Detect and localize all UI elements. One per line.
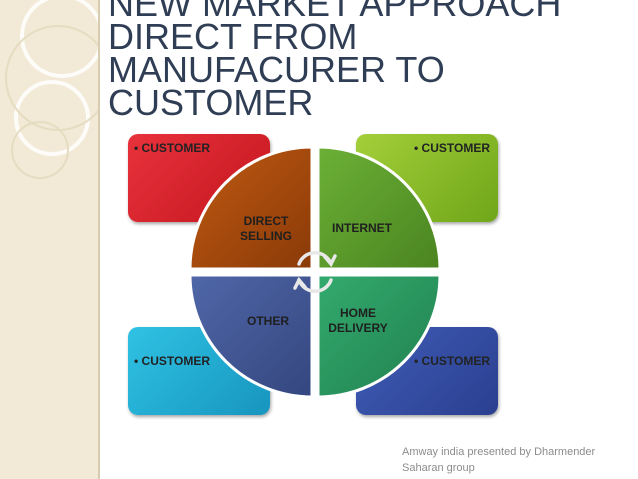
segment-internet bbox=[316, 145, 442, 271]
segment-label-internet: INTERNET bbox=[332, 221, 392, 235]
presenter-credit: Amway india presented by Dharmender Saha… bbox=[402, 446, 596, 474]
customer-label: • CUSTOMER bbox=[414, 141, 490, 155]
decorative-side-band bbox=[0, 0, 98, 479]
customer-label: • CUSTOMER bbox=[414, 354, 490, 368]
segment-other bbox=[188, 273, 314, 399]
segment-direct-selling bbox=[188, 145, 314, 271]
segment-label-other: OTHER bbox=[247, 314, 289, 328]
decorative-rings-icon bbox=[5, 0, 98, 179]
segment-label-home-delivery: HOME DELIVERY bbox=[328, 306, 388, 335]
segment-label-direct-selling: DIRECT SELLING bbox=[239, 214, 292, 243]
segment-home-delivery bbox=[316, 273, 442, 399]
customer-label: • CUSTOMER bbox=[134, 354, 210, 368]
customer-label: • CUSTOMER bbox=[134, 141, 210, 155]
cycle-arrows-icon bbox=[293, 251, 337, 293]
side-divider bbox=[98, 0, 100, 479]
slide-title: NEW MARKET APPROACH DIRECT FROM MANUFACU… bbox=[108, 0, 562, 123]
